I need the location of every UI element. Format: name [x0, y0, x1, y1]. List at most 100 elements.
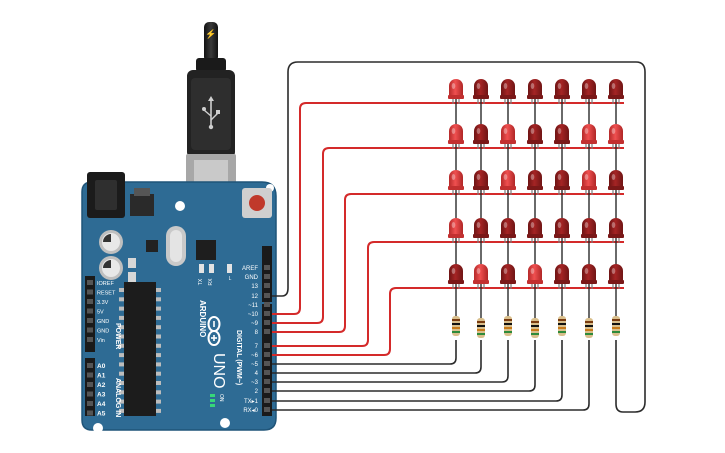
model-label: UNO [210, 353, 227, 389]
analog-in-label: ANALOG IN [114, 378, 121, 417]
column-wire [272, 340, 482, 374]
pin-socket[interactable] [264, 302, 270, 307]
led[interactable] [554, 79, 570, 104]
led[interactable] [448, 218, 464, 243]
arduino-logo [207, 316, 221, 346]
led[interactable] [581, 218, 597, 243]
resistor[interactable] [477, 318, 485, 338]
pin-socket[interactable] [87, 318, 93, 323]
pin-socket[interactable] [87, 363, 93, 368]
resistor[interactable] [531, 318, 539, 338]
pin-socket[interactable] [264, 329, 270, 334]
chip-leg [119, 297, 124, 302]
pin-socket[interactable] [87, 372, 93, 378]
analog-pin-label: A5 [97, 411, 106, 418]
resistor[interactable] [612, 316, 620, 336]
led[interactable] [448, 79, 464, 104]
led[interactable] [527, 218, 543, 243]
pin-socket[interactable] [87, 299, 93, 304]
pin-socket[interactable] [264, 407, 270, 412]
pin-socket[interactable] [87, 410, 93, 416]
led[interactable] [500, 124, 516, 149]
pin-socket[interactable] [87, 280, 93, 285]
pin-socket[interactable] [264, 293, 270, 298]
led[interactable] [608, 218, 624, 243]
led[interactable] [527, 264, 543, 289]
digital-pin-label: 2 [255, 389, 259, 395]
pin-socket[interactable] [87, 382, 93, 387]
board-pcb [82, 182, 276, 430]
pin-socket[interactable] [264, 370, 270, 375]
pin-socket[interactable] [264, 265, 270, 270]
led[interactable] [527, 124, 543, 149]
chip-leg [119, 343, 124, 348]
led[interactable] [500, 79, 516, 104]
led[interactable] [581, 170, 597, 195]
led[interactable] [608, 124, 624, 149]
pin-socket[interactable] [264, 311, 270, 316]
led[interactable] [500, 264, 516, 289]
analog-pin-label: A2 [97, 382, 106, 389]
pin-socket[interactable] [87, 391, 93, 397]
mounting-hole [220, 418, 230, 428]
led[interactable] [554, 218, 570, 243]
pin-socket[interactable] [264, 274, 270, 279]
digital-pin-label: ~3 [251, 380, 259, 386]
resistor[interactable] [452, 316, 460, 336]
pin-socket[interactable] [87, 327, 93, 333]
led[interactable] [500, 218, 516, 243]
led[interactable] [448, 124, 464, 149]
led[interactable] [500, 170, 516, 195]
cable-strain-relief [204, 22, 218, 62]
led[interactable] [608, 170, 624, 195]
pin-socket[interactable] [87, 337, 93, 342]
led[interactable] [581, 79, 597, 104]
led[interactable] [473, 264, 489, 289]
chip-leg [119, 362, 124, 367]
led[interactable] [581, 124, 597, 149]
led[interactable] [608, 264, 624, 289]
pin-socket[interactable] [264, 379, 270, 384]
chip-leg [119, 334, 124, 339]
resistor[interactable] [558, 316, 566, 336]
power-label: POWER [114, 323, 121, 349]
capacitor [99, 256, 123, 280]
pin-socket[interactable] [264, 320, 270, 325]
chip-leg [156, 288, 161, 292]
pin-socket[interactable] [264, 352, 270, 357]
led[interactable] [554, 264, 570, 289]
digital-pin-label: 12 [251, 294, 258, 300]
pin-socket[interactable] [264, 361, 270, 366]
led[interactable] [581, 264, 597, 289]
digital-pin-label: RX◂0 [243, 408, 258, 414]
row-wire [272, 287, 624, 356]
led[interactable] [473, 170, 489, 195]
pin-socket[interactable] [264, 283, 270, 288]
led[interactable] [527, 170, 543, 195]
led[interactable] [473, 79, 489, 104]
reset-button[interactable] [242, 188, 272, 218]
led[interactable] [473, 124, 489, 149]
chip-leg [156, 390, 161, 395]
resistor[interactable] [504, 316, 512, 336]
led[interactable] [473, 218, 489, 243]
led[interactable] [448, 170, 464, 195]
chip-leg [119, 381, 124, 385]
led[interactable] [448, 264, 464, 289]
chip-leg [156, 408, 161, 413]
led[interactable] [608, 79, 624, 104]
pin-socket[interactable] [264, 388, 270, 393]
led[interactable] [527, 79, 543, 104]
arduino-board[interactable]: TX RX L ARDUINO UNO DIGITAL (PWM~) POWER… [81, 172, 277, 433]
pin-socket[interactable] [87, 289, 93, 295]
pin-socket[interactable] [87, 308, 93, 314]
tx-label: TX [198, 278, 204, 285]
pin-socket[interactable] [264, 398, 270, 403]
led-matrix [448, 79, 624, 289]
led[interactable] [554, 124, 570, 149]
resistor[interactable] [585, 318, 593, 338]
pin-socket[interactable] [87, 401, 93, 406]
usb-interface-chip [196, 240, 216, 260]
pin-socket[interactable] [264, 343, 270, 348]
led[interactable] [554, 170, 570, 195]
